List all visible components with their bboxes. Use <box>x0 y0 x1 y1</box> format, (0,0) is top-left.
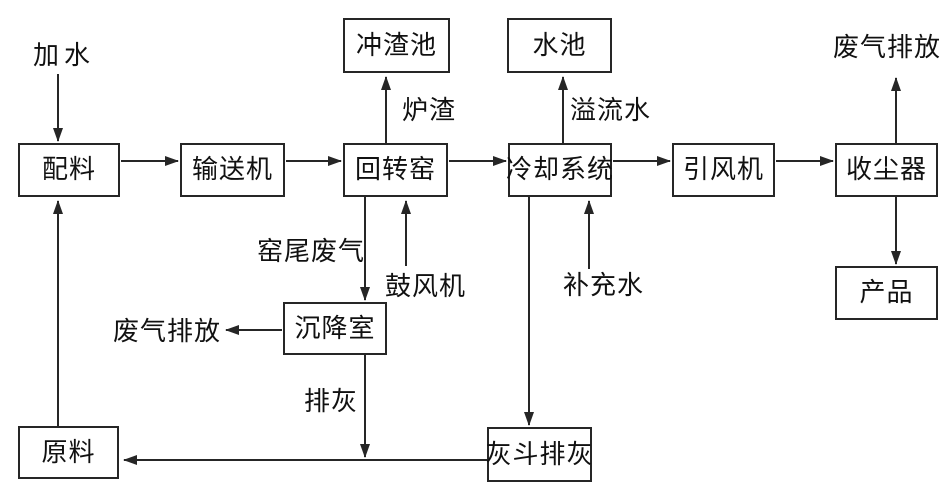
box-settling-chamber: 沉降室 <box>283 302 387 355</box>
box-ash-hopper-discharge-label: 灰斗排灰 <box>485 439 594 469</box>
label-makeup-water: 补充水 <box>563 271 645 300</box>
box-settling-chamber-label: 沉降室 <box>294 313 376 343</box>
box-dust-collector: 收尘器 <box>835 143 938 197</box>
box-batching-label: 配料 <box>41 155 96 184</box>
box-ash-hopper-discharge: 灰斗排灰 <box>485 427 594 482</box>
box-raw-material: 原料 <box>18 426 119 479</box>
box-batching: 配料 <box>18 143 120 197</box>
box-induced-draft-fan-label: 引风机 <box>682 155 764 184</box>
box-slag-flushing-pool: 冲渣池 <box>343 18 450 73</box>
label-add-water: 加水 <box>33 41 96 70</box>
label-kiln-tail-exhaust: 窑尾废气 <box>257 237 366 266</box>
box-slag-flushing-pool-label: 冲渣池 <box>355 30 437 60</box>
box-product-label: 产品 <box>859 278 914 307</box>
label-furnace-slag: 炉渣 <box>402 96 457 125</box>
box-dust-collector-label: 收尘器 <box>845 155 927 184</box>
label-exhaust-emission-top: 废气排放 <box>833 33 942 62</box>
box-rotary-kiln-label: 回转窑 <box>354 155 436 184</box>
label-blower: 鼓风机 <box>385 272 467 301</box>
box-conveyor-label: 输送机 <box>191 155 273 184</box>
box-rotary-kiln: 回转窑 <box>343 143 448 197</box>
box-induced-draft-fan: 引风机 <box>672 143 775 197</box>
box-cooling-system: 冷却系统 <box>506 143 615 197</box>
box-water-pool: 水池 <box>507 18 612 73</box>
label-ash-discharge: 排灰 <box>304 387 359 416</box>
box-water-pool-label: 水池 <box>532 30 587 60</box>
box-product: 产品 <box>835 266 938 320</box>
label-overflow-water: 溢流水 <box>570 96 652 125</box>
box-cooling-system-label: 冷却系统 <box>506 155 615 184</box>
label-exhaust-emission-left: 废气排放 <box>113 317 222 346</box>
box-conveyor: 输送机 <box>180 143 285 197</box>
box-raw-material-label: 原料 <box>41 437 96 467</box>
